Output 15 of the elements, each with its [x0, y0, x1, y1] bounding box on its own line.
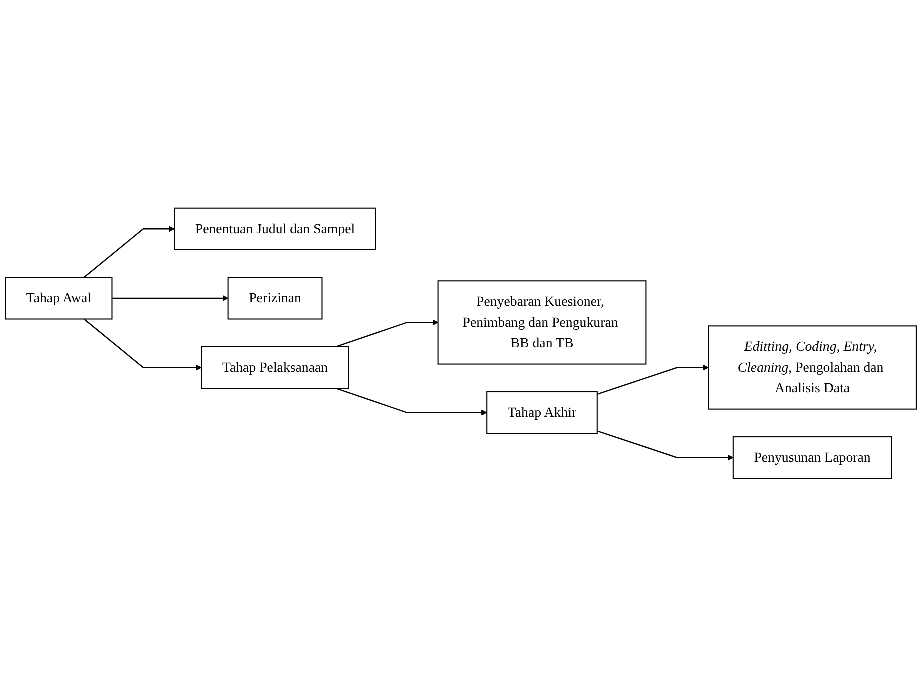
arrow	[336, 388, 488, 416]
node-box: Editting, Coding, Entry, Cleaning, Pengolahan dan Analisis Data	[708, 326, 917, 410]
arrow	[336, 320, 439, 348]
arrow	[597, 430, 734, 461]
node-box: Tahap Awal	[5, 277, 113, 320]
node-box: Perizinan	[228, 277, 323, 320]
node-box: Penyusunan Laporan	[732, 436, 892, 480]
node-box: Tahap Pelaksanaan	[201, 346, 350, 390]
node-box: Penentuan Judul dan Sampel	[174, 208, 376, 250]
node-box: Tahap Akhir	[486, 392, 598, 434]
node-box: Penyebaran Kuesioner, Penimbang dan Pengukuran BB dan TB	[438, 280, 647, 365]
arrow	[112, 295, 229, 302]
arrow	[84, 226, 175, 278]
arrow	[597, 364, 709, 396]
arrow	[84, 318, 202, 371]
